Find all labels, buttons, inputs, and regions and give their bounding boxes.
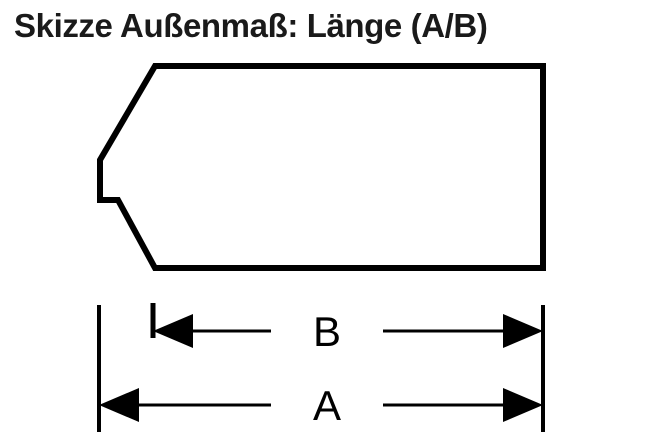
dimension-label-a: A (313, 382, 341, 429)
arrowhead-b-right (503, 314, 543, 348)
profile-outline-shape (97, 63, 546, 271)
arrowhead-a-left (99, 388, 139, 422)
page-title: Skizze Außenmaß: Länge (A/B) (14, 7, 488, 44)
arrowhead-a-right (503, 388, 543, 422)
arrowhead-b-left (153, 314, 193, 348)
dimension-label-b: B (313, 308, 341, 355)
